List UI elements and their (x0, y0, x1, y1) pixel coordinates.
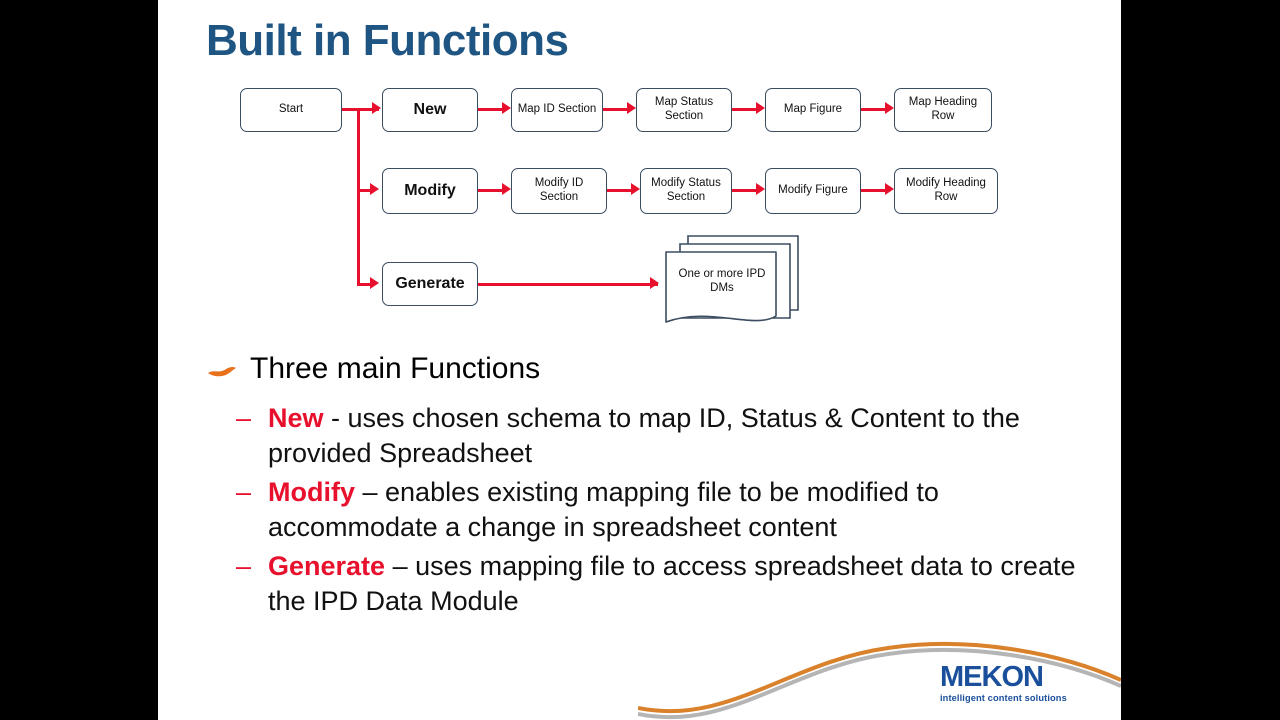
flow-node-new[interactable]: New (382, 88, 478, 132)
arrowhead-icon (885, 183, 894, 195)
connector-generate-to-output (478, 283, 658, 286)
list-dash: – (236, 477, 252, 508)
logo-wordmark: MEKON (940, 661, 1044, 693)
flow-node-modify-id-section[interactable]: Modify ID Section (511, 168, 607, 214)
document-stack-icon (665, 235, 799, 323)
list-item-text-new: - uses chosen schema to map ID, Status &… (268, 403, 1020, 468)
list-item-keyword-modify: Modify (268, 477, 355, 508)
arrowhead-icon (627, 102, 636, 114)
footer-swoosh-decoration (638, 642, 1121, 720)
list-item-text-modify: – enables existing mapping file to be mo… (268, 477, 939, 542)
arrowhead-icon (502, 183, 511, 195)
flow-node-modify-figure[interactable]: Modify Figure (765, 168, 861, 214)
list-item-keyword-new: New (268, 403, 324, 433)
list-item-text-generate: – uses mapping file to access spreadshee… (268, 551, 1076, 616)
flow-node-map-id-section[interactable]: Map ID Section (511, 88, 603, 132)
flow-node-modify[interactable]: Modify (382, 168, 478, 214)
flow-node-map-heading-row[interactable]: Map Heading Row (894, 88, 992, 132)
arrowhead-icon (502, 102, 511, 114)
arrowhead-icon (370, 183, 379, 195)
connector-new-to-mapid (478, 108, 506, 111)
bullet-heading-text: Three main Functions (250, 352, 541, 385)
output-document-label: One or more IPD DMs (678, 268, 766, 294)
list-item-keyword-generate: Generate (268, 551, 386, 582)
arrowhead-icon (650, 277, 659, 289)
connector-mapid-to-mapstatus (603, 108, 631, 111)
mekon-logo: MEKON intelligent content solutions (940, 663, 1080, 705)
list-item: – New - uses chosen schema to map ID, St… (158, 401, 1121, 470)
connector-mapfigure-to-mapheading (861, 108, 889, 111)
arrowhead-icon (370, 277, 379, 289)
flow-node-modify-status-section[interactable]: Modify Status Section (640, 168, 732, 214)
list-dash: – (236, 403, 252, 433)
swoosh-bullet-icon (208, 367, 236, 377)
flow-node-generate[interactable]: Generate (382, 262, 478, 306)
arrowhead-icon (631, 183, 640, 195)
page-title: Built in Functions (206, 16, 569, 65)
flow-node-start[interactable]: Start (240, 88, 342, 132)
flow-node-modify-heading-row[interactable]: Modify Heading Row (894, 168, 998, 214)
flow-node-map-status-section[interactable]: Map Status Section (636, 88, 732, 132)
connector-modifyfigure-to-modifyheading (861, 189, 889, 192)
connector-modifystatus-to-modifyfigure (732, 189, 760, 192)
connector-spine-to-generate (357, 283, 373, 286)
list-item: – Generate – uses mapping file to access… (158, 549, 1121, 618)
presentation-slide: Built in Functions Start New Map ID Sect… (158, 0, 1121, 720)
body-content: Three main Functions – New - uses chosen… (158, 352, 1121, 618)
list-dash: – (236, 551, 252, 582)
list-item: – Modify – enables existing mapping file… (158, 475, 1121, 544)
connector-spine-to-modify (357, 189, 373, 192)
connector-modifyid-to-modifystatus (607, 189, 635, 192)
flowchart: Start New Map ID Section Map Status Sect… (158, 78, 1121, 348)
arrowhead-icon (756, 102, 765, 114)
arrowhead-icon (885, 102, 894, 114)
logo-tagline: intelligent content solutions (940, 693, 1067, 703)
bullet-heading: Three main Functions (158, 352, 1121, 396)
flow-node-output-documents[interactable]: One or more IPD DMs (658, 228, 804, 332)
flow-node-map-figure[interactable]: Map Figure (765, 88, 861, 132)
arrowhead-icon (756, 183, 765, 195)
connector-mapstatus-to-mapfigure (732, 108, 760, 111)
connector-spine-to-new (357, 108, 379, 111)
connector-spine-vertical (357, 108, 360, 286)
connector-modify-to-modifyid (478, 189, 506, 192)
